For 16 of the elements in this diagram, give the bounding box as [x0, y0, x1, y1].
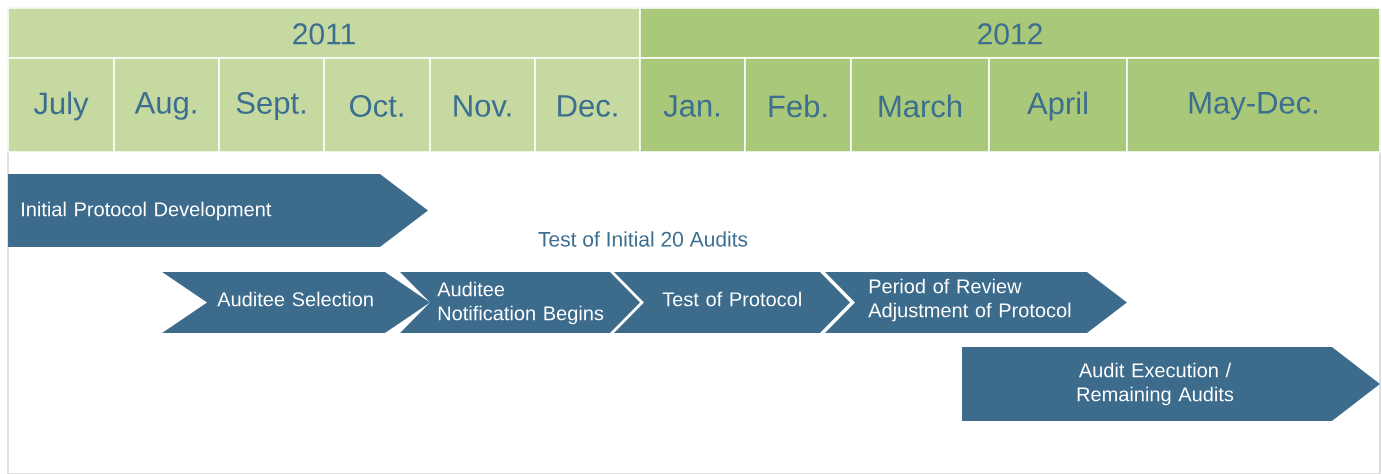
node-label: Period of Review Adjustment of Protocol [868, 278, 1071, 322]
month-cell: Feb. [744, 57, 852, 153]
node-label: Test of Protocol [662, 291, 801, 307]
month-cell: July [7, 57, 115, 153]
month-cell: Jan. [639, 57, 746, 153]
period-label: Test of Initial 20 Audits [538, 231, 748, 247]
month-cell: Sept. [218, 57, 325, 153]
month-cell: Dec. [534, 57, 641, 153]
month-cell: April [988, 57, 1128, 153]
node-label: Auditee Notification Begins [437, 281, 604, 325]
month-cell: Oct. [323, 57, 431, 153]
month-cell: March [850, 57, 990, 153]
month-cell: May-Dec. [1126, 57, 1381, 153]
month-cell: Aug. [113, 57, 220, 153]
node-label: Auditee Selection [217, 291, 373, 307]
month-cell: Nov. [429, 57, 536, 153]
